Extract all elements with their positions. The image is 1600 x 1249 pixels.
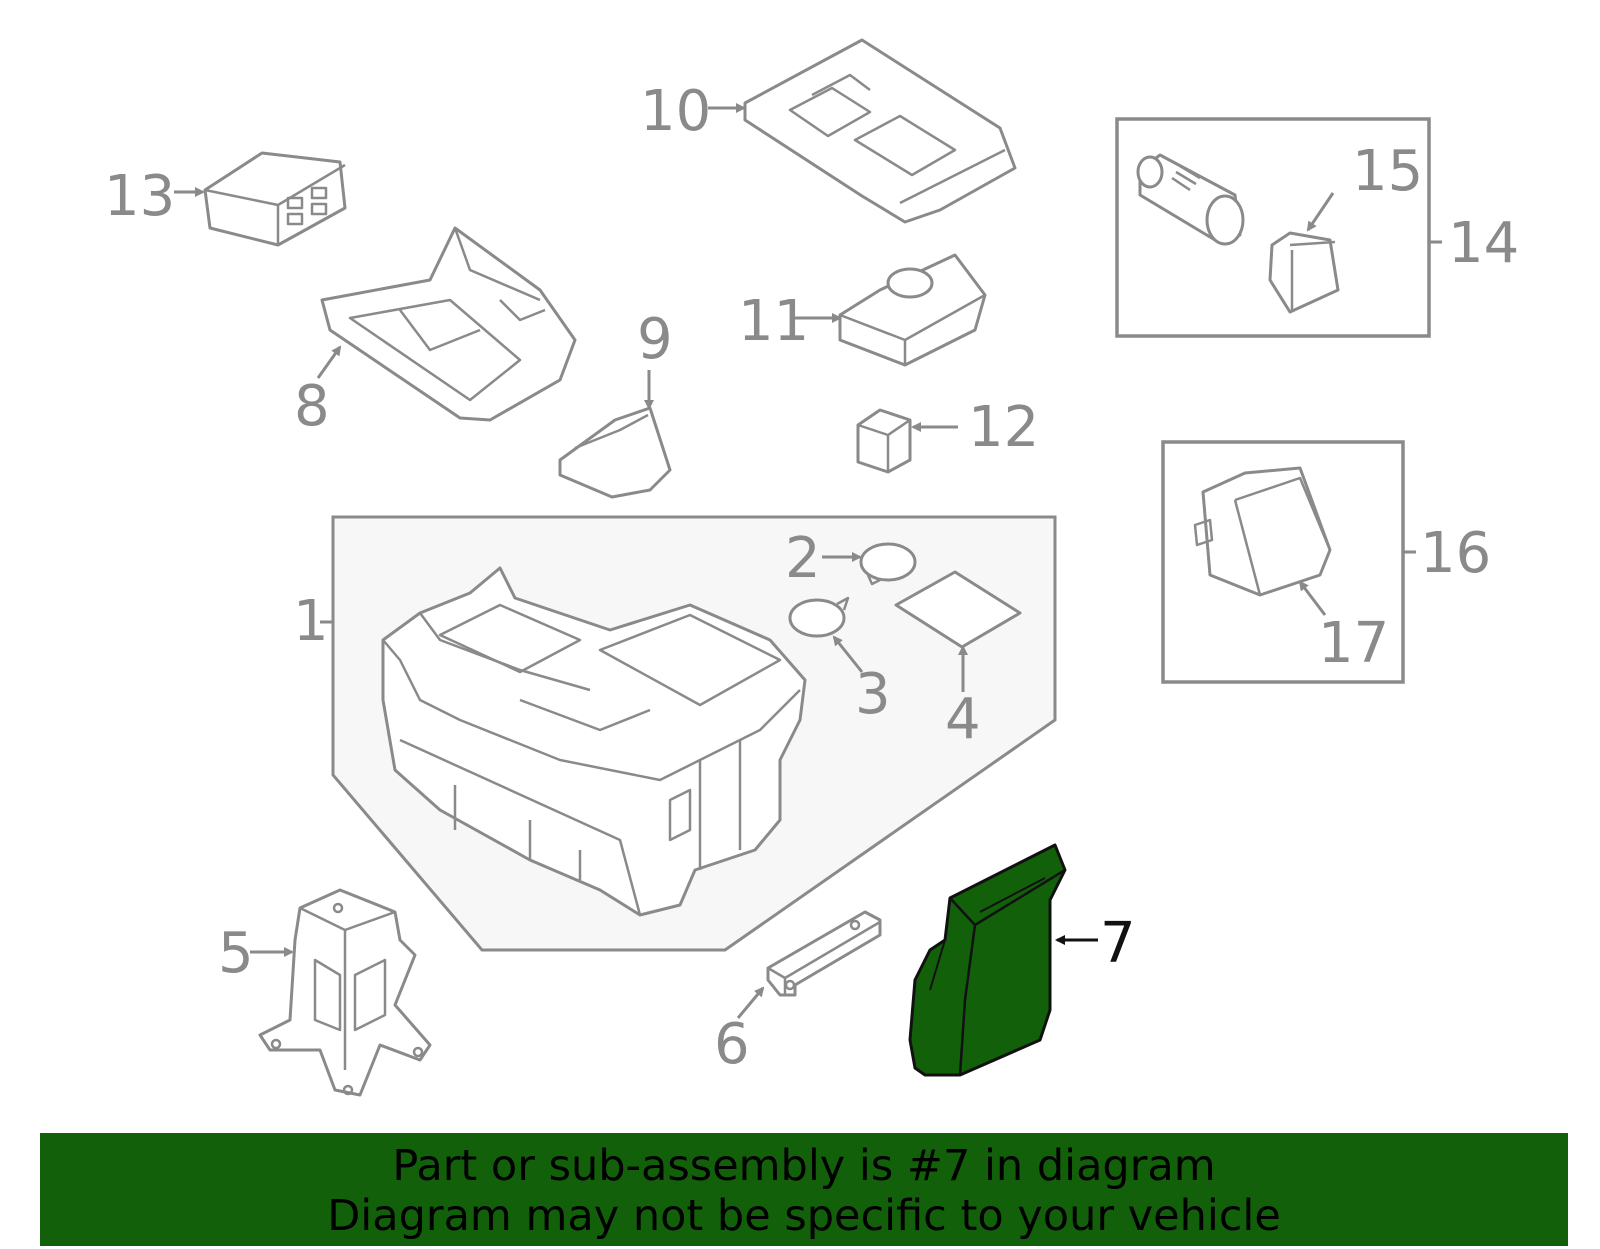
info-banner: Part or sub-assembly is #7 in diagram Di… — [40, 1133, 1568, 1246]
callout-15: 15 — [1352, 139, 1423, 204]
part-5-support-bracket — [258, 888, 432, 1097]
callout-10: 10 — [640, 79, 711, 144]
part-7-rear-panel-highlighted — [908, 843, 1067, 1077]
banner-line-disclaimer: Diagram may not be specific to your vehi… — [327, 1191, 1281, 1241]
part-4-mat — [894, 570, 1022, 649]
callout-6: 6 — [714, 1012, 750, 1077]
callout-4: 4 — [945, 687, 981, 752]
callout-13: 13 — [104, 164, 175, 229]
callout-16: 16 — [1420, 521, 1491, 586]
callout-5: 5 — [218, 921, 254, 986]
callout-labels: 1 2 3 4 5 6 7 8 9 10 11 12 13 14 15 16 1… — [104, 79, 1519, 1077]
callout-1: 1 — [293, 589, 329, 654]
part-2-cap — [859, 542, 917, 586]
callout-7: 7 — [1100, 911, 1136, 976]
callout-17: 17 — [1318, 611, 1389, 676]
part-13-switch-panel — [203, 151, 347, 247]
callout-11: 11 — [738, 289, 809, 354]
callout-14: 14 — [1448, 211, 1519, 276]
banner-line-part-number: Part or sub-assembly is #7 in diagram — [392, 1141, 1216, 1191]
leader-lines — [174, 103, 1442, 1019]
part-15-socket-cap — [1268, 231, 1340, 314]
part-8-trim-bracket — [320, 226, 577, 422]
callout-12: 12 — [968, 395, 1039, 460]
part-1-console-assembly — [381, 566, 807, 917]
part-14-socket — [1136, 153, 1245, 246]
part-10-shifter-bezel — [743, 38, 1017, 224]
part-3-cap — [788, 596, 850, 638]
assembly-16-box — [1161, 440, 1405, 684]
part-12-small-switch — [856, 408, 912, 474]
callout-2: 2 — [785, 526, 821, 591]
callout-8: 8 — [294, 374, 330, 439]
callout-3: 3 — [855, 662, 891, 727]
part-9-trim-piece — [558, 406, 672, 499]
part-17-module — [1193, 466, 1332, 597]
part-6-rail-bracket — [766, 910, 882, 997]
part-11-control-unit — [838, 253, 987, 367]
callout-9: 9 — [637, 307, 673, 372]
assembly-14-box — [1115, 117, 1431, 338]
